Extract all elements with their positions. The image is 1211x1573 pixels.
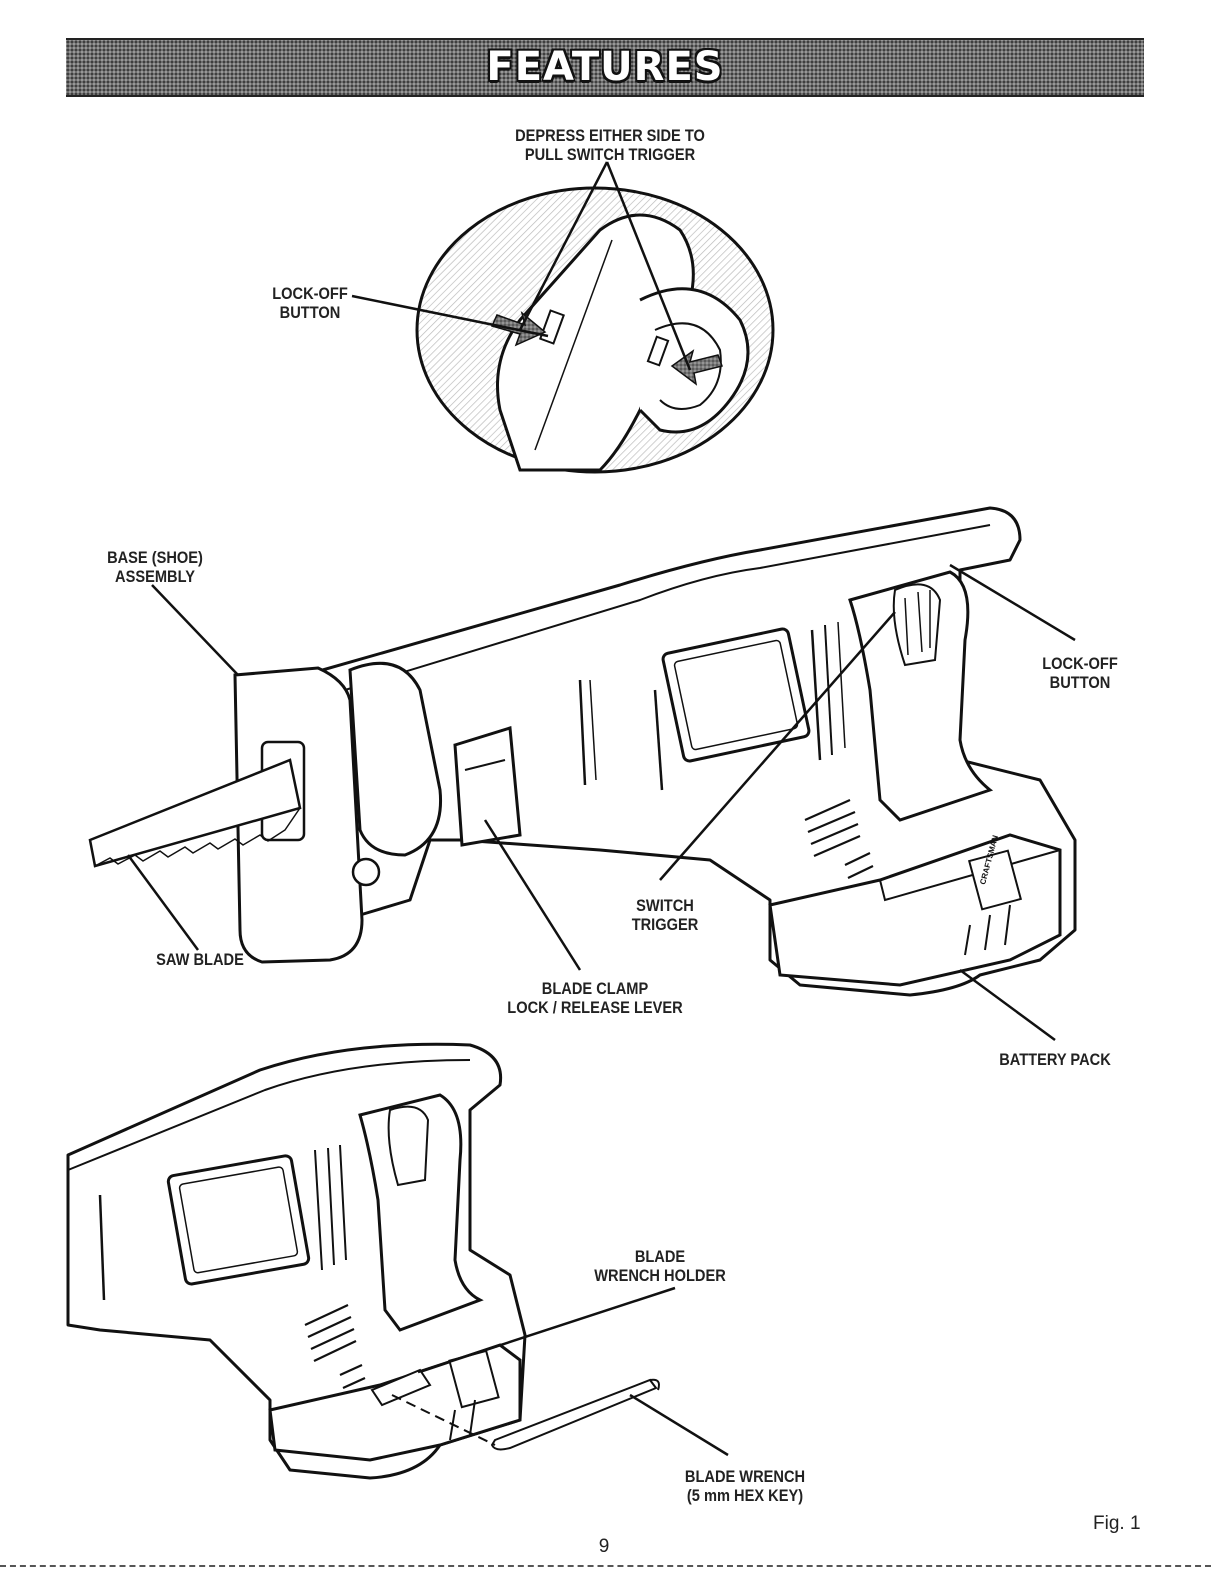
page-number: 9 xyxy=(589,1536,619,1558)
label-blade-wrench: BLADE WRENCH (5 mm HEX KEY) xyxy=(672,1467,818,1505)
figure-label: Fig. 1 xyxy=(1093,1513,1141,1535)
bottom-rule xyxy=(0,1565,1211,1567)
label-base-shoe: BASE (SHOE) ASSEMBLY xyxy=(91,548,220,586)
lower-saw-view xyxy=(68,1044,659,1478)
label-battery-pack: BATTERY PACK xyxy=(982,1050,1128,1069)
label-depress-trigger: DEPRESS EITHER SIDE TO PULL SWITCH TRIGG… xyxy=(490,126,731,164)
label-lock-off-right: LOCK-OFF BUTTON xyxy=(1028,654,1131,692)
label-lock-off-top: LOCK-OFF BUTTON xyxy=(258,284,361,322)
label-wrench-holder: BLADE WRENCH HOLDER xyxy=(583,1247,738,1285)
reciprocating-saw: CRAFTSMAN xyxy=(90,508,1075,995)
label-blade-clamp: BLADE CLAMP LOCK / RELEASE LEVER xyxy=(496,979,694,1017)
trigger-inset xyxy=(417,188,773,472)
label-saw-blade: SAW BLADE xyxy=(140,950,260,969)
label-switch-trigger: SWITCH TRIGGER xyxy=(618,896,713,934)
